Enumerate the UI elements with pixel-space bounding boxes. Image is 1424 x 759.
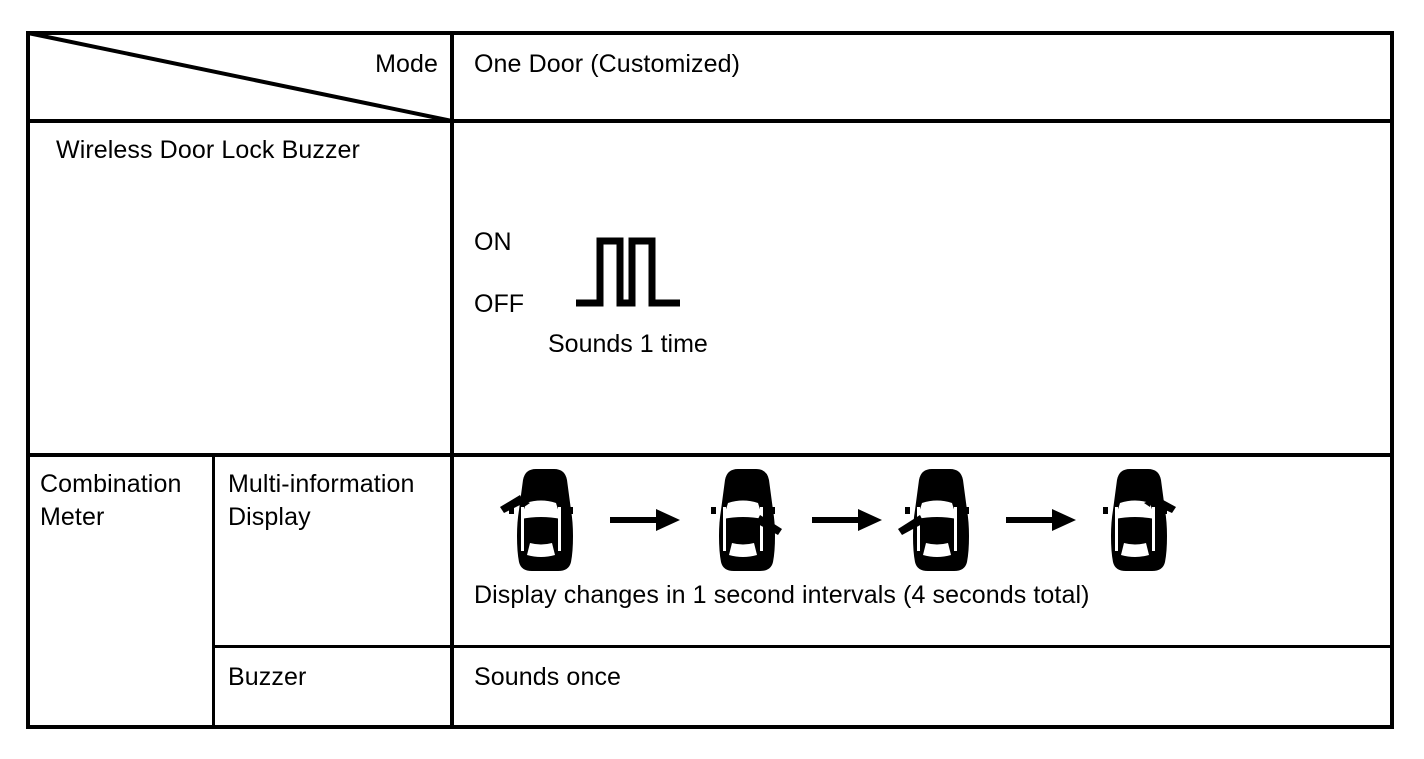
row-label-wireless-door-lock-buzzer: Wireless Door Lock Buzzer bbox=[56, 136, 360, 164]
table-rule-row2 bbox=[26, 453, 1394, 457]
waveform-off-label: OFF bbox=[474, 290, 524, 318]
car-icon-step-4 bbox=[1092, 463, 1178, 573]
display-sequence-caption: Display changes in 1 second intervals (4… bbox=[474, 581, 1090, 609]
display-sequence-diagram bbox=[474, 463, 1204, 573]
operation-table: Mode One Door (Customized) Wireless Door… bbox=[26, 31, 1394, 729]
sequence-arrow-1 bbox=[610, 507, 682, 533]
door-marker-upper-left bbox=[500, 495, 530, 513]
sequence-arrow-3 bbox=[1006, 507, 1078, 533]
car-icon-step-2 bbox=[700, 463, 786, 573]
mode-header-label: Mode bbox=[375, 50, 438, 78]
waveform-caption: Sounds 1 time bbox=[548, 330, 708, 358]
buzzer-waveform-diagram: ON OFF Sounds 1 time bbox=[474, 227, 774, 367]
table-outer-border bbox=[26, 31, 1394, 729]
table-rule-sub-column bbox=[212, 453, 215, 729]
waveform-pulse-icon bbox=[576, 237, 680, 307]
door-marker-upper-right bbox=[1144, 495, 1176, 513]
table-rule-main-column bbox=[450, 31, 454, 729]
subrow-label-multi-information-display: Multi-information Display bbox=[228, 470, 415, 531]
mode-value: One Door (Customized) bbox=[474, 50, 741, 78]
door-marker-lower-right bbox=[756, 515, 782, 535]
car-icon-step-1 bbox=[498, 463, 584, 573]
table-rule-subrow bbox=[212, 645, 1394, 648]
door-marker-lower-left bbox=[898, 515, 924, 535]
row-label-combination-meter: Combination Meter bbox=[40, 470, 182, 531]
table-rule-header bbox=[26, 119, 1394, 123]
sequence-arrow-2 bbox=[812, 507, 884, 533]
subrow-label-buzzer: Buzzer bbox=[228, 663, 307, 691]
waveform-on-label: ON bbox=[474, 228, 512, 256]
car-icon-step-3 bbox=[894, 463, 980, 573]
subrow-value-buzzer: Sounds once bbox=[474, 663, 622, 691]
